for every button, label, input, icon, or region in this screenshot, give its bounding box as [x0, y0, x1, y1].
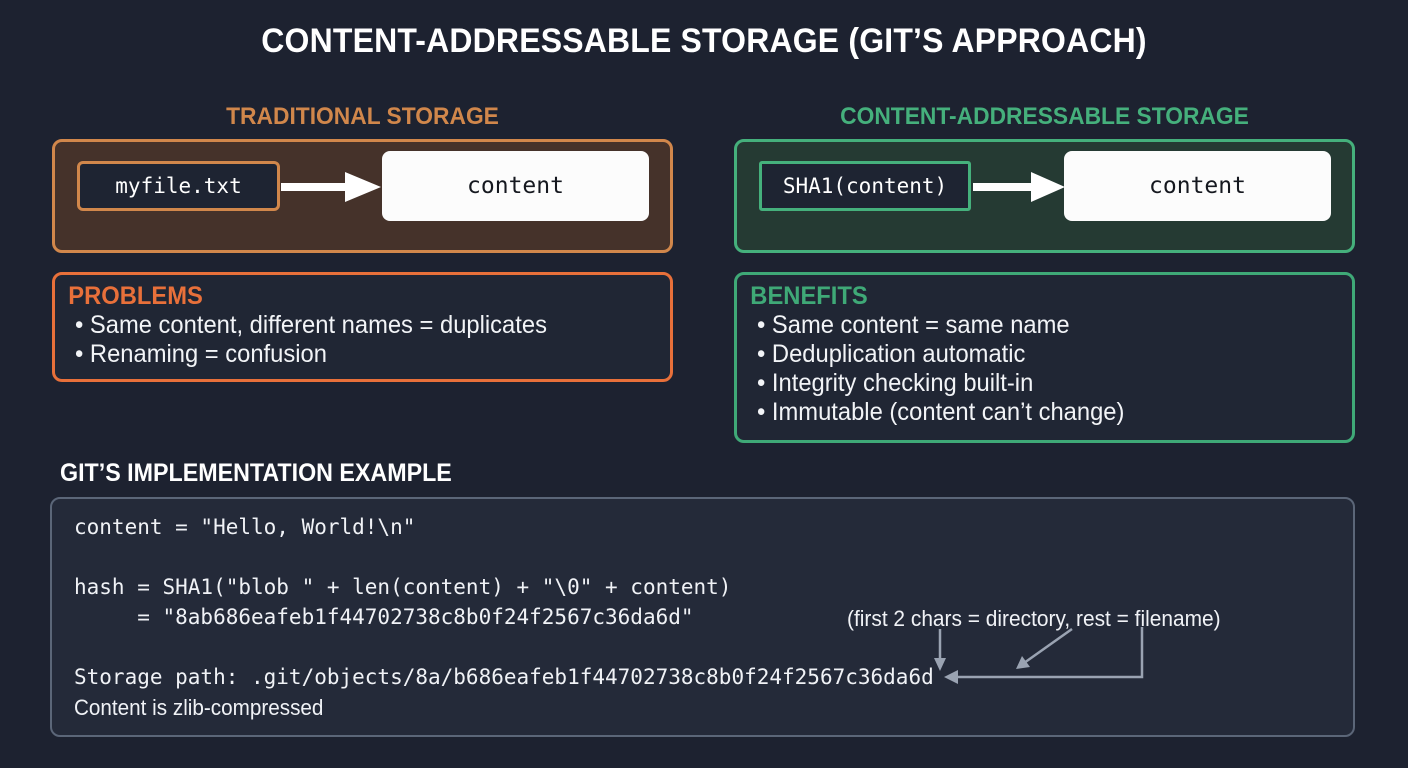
code-line-hash-2: = "8ab686eafeb1f44702738c8b0f24f2567c36d…	[74, 605, 694, 629]
benefits-box: BENEFITS Same content = same name Dedupl…	[734, 272, 1355, 443]
problems-title: PROBLEMS	[68, 282, 203, 310]
benefits-title: BENEFITS	[750, 282, 868, 310]
benefits-list: Same content = same name Deduplication a…	[737, 311, 1352, 427]
list-item: Same content, different names = duplicat…	[75, 311, 640, 340]
code-line-hash-1: hash = SHA1("blob " + len(content) + "\0…	[74, 575, 732, 599]
list-item: Renaming = confusion	[75, 340, 640, 369]
sha1-key-box: SHA1(content)	[759, 161, 971, 211]
code-block: content = "Hello, World!\n" hash = SHA1(…	[50, 497, 1355, 737]
traditional-storage-panel: myfile.txt content	[52, 139, 673, 253]
right-arrow-icon	[281, 172, 381, 202]
annotation-arrows-icon	[934, 627, 1144, 684]
code-section-header: GIT’S IMPLEMENTATION EXAMPLE	[60, 459, 452, 487]
code-line-storage: Storage path: .git/objects/8a/b686eafeb1…	[74, 665, 934, 689]
list-item: Deduplication automatic	[757, 340, 1322, 369]
code-line-note: Content is zlib-compressed	[74, 695, 324, 720]
page-title: CONTENT-ADDRESSABLE STORAGE (GIT’S APPRO…	[261, 22, 1147, 60]
content-addressable-storage-panel: SHA1(content) content	[734, 139, 1355, 253]
code-line-content: content = "Hello, World!\n"	[74, 515, 416, 539]
right-column-header: CONTENT-ADDRESSABLE STORAGE	[840, 103, 1249, 130]
problems-list: Same content, different names = duplicat…	[55, 311, 670, 369]
problems-box: PROBLEMS Same content, different names =…	[52, 272, 673, 382]
hash-split-annotation: (first 2 chars = directory, rest = filen…	[847, 606, 1221, 631]
list-item: Immutable (content can’t change)	[757, 398, 1322, 427]
left-column-header: TRADITIONAL STORAGE	[226, 103, 499, 130]
filename-key-box: myfile.txt	[77, 161, 280, 211]
list-item: Same content = same name	[757, 311, 1322, 340]
content-value-box: content	[1064, 151, 1331, 221]
content-value-box: content	[382, 151, 649, 221]
list-item: Integrity checking built-in	[757, 369, 1322, 398]
right-arrow-icon	[973, 172, 1065, 202]
